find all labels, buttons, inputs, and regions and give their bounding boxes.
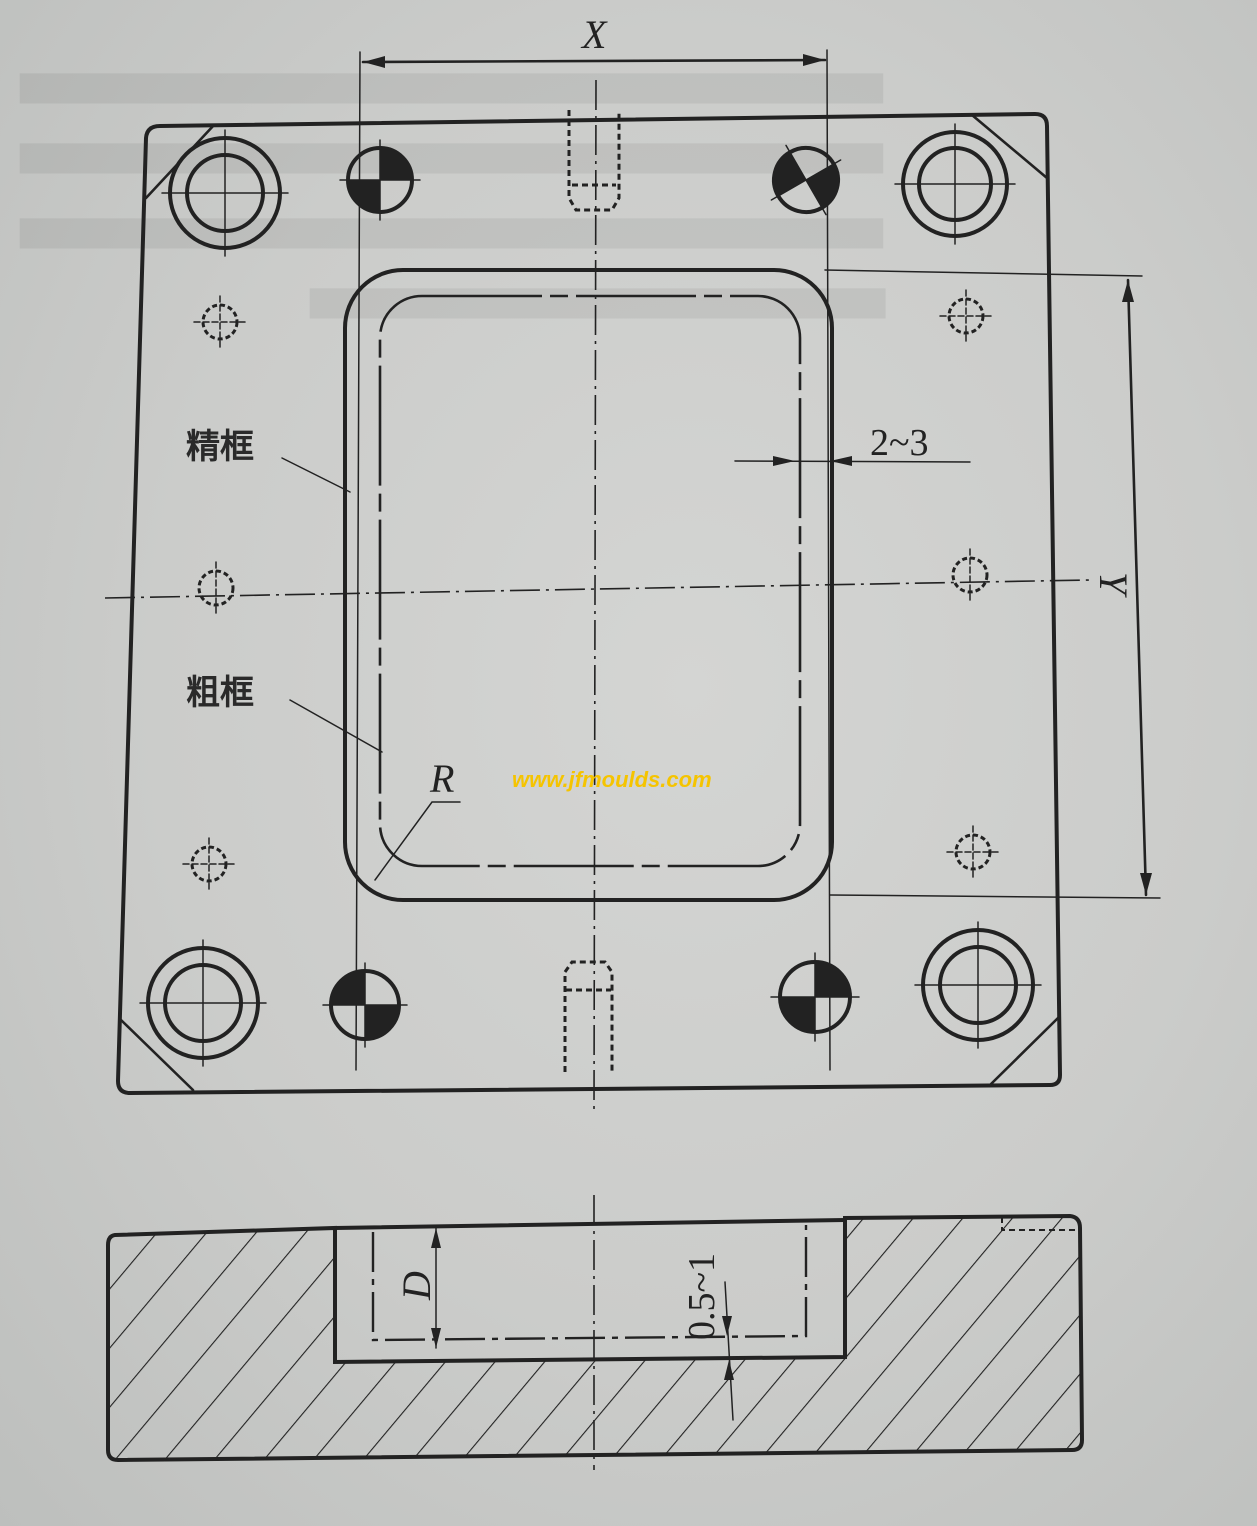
dimension-y: Y	[824, 269, 1161, 899]
svg-text:▆▆▆▆▆▆▆▆▆▆▆▆▆▆▆▆▆▆▆▆▆▆: ▆▆▆▆▆▆▆▆▆▆▆▆▆▆▆▆▆▆▆▆▆▆	[309, 279, 886, 319]
chamfer-top-right	[970, 113, 1049, 180]
plate-outline	[115, 111, 1063, 1096]
vertical-centerline	[593, 79, 597, 1111]
dimension-offset-0-5-1: 0.5~1	[681, 1253, 734, 1421]
threaded-hole-top-icon	[567, 110, 621, 212]
chamfer-bottom-right	[988, 1016, 1060, 1087]
dimension-x-label: X	[580, 12, 608, 57]
svg-text:▆▆▆▆▆▆▆▆▆▆▆▆▆▆▆▆▆▆▆▆▆▆▆▆▆▆▆▆▆▆: ▆▆▆▆▆▆▆▆▆▆▆▆▆▆▆▆▆▆▆▆▆▆▆▆▆▆▆▆▆▆▆▆▆	[19, 64, 884, 104]
radius-leader	[374, 801, 461, 881]
svg-text:▆▆▆▆▆▆▆▆▆▆▆▆▆▆▆▆▆▆▆▆▆▆▆▆▆▆▆▆▆▆: ▆▆▆▆▆▆▆▆▆▆▆▆▆▆▆▆▆▆▆▆▆▆▆▆▆▆▆▆▆▆▆▆▆	[19, 134, 884, 174]
screw-hole-icon	[951, 548, 989, 602]
pocket-top-edge	[333, 1218, 847, 1230]
dowel-pin-icon	[770, 144, 842, 216]
fine-frame-leader	[281, 457, 351, 493]
section-view: D 0.5~1	[106, 1195, 1085, 1470]
threaded-hole-bottom-icon	[563, 960, 614, 1072]
rough-frame-outline	[343, 268, 834, 902]
dowel-pin-icon	[322, 962, 408, 1048]
watermark-text: www.jfmoulds.com	[512, 767, 712, 792]
guide-bushing-icon	[139, 939, 267, 1067]
section-hatching	[108, 1216, 1082, 1460]
dowel-pin-icon	[770, 952, 860, 1042]
dimension-x: X	[355, 12, 831, 1071]
horizontal-centerline	[104, 579, 1091, 599]
screw-hole-icon	[197, 561, 235, 615]
dimension-offset-2-3: 2~3	[734, 422, 971, 466]
rough-frame-label: 粗框	[186, 673, 254, 713]
svg-text:▆▆▆▆▆▆▆▆▆▆▆▆▆▆▆▆▆▆▆▆▆▆▆▆▆▆▆▆▆▆: ▆▆▆▆▆▆▆▆▆▆▆▆▆▆▆▆▆▆▆▆▆▆▆▆▆▆▆▆▆▆▆▆▆	[19, 209, 884, 249]
section-outline	[106, 1213, 1085, 1463]
edge-detail-hidden	[1001, 1217, 1075, 1231]
dimension-d: D	[394, 1227, 441, 1349]
chamfer-bottom-left	[119, 1018, 195, 1092]
guide-bushing-icon	[914, 921, 1042, 1049]
guide-bushing-icon	[161, 129, 289, 257]
dimension-d-label: D	[394, 1271, 439, 1301]
screw-hole-icon	[193, 295, 247, 349]
screw-hole-icon	[182, 837, 236, 891]
fine-frame-label: 精框	[186, 427, 254, 467]
fine-frame-section	[371, 1225, 808, 1342]
bleed-through-texture: ▆▆▆▆▆▆▆▆▆▆▆▆▆▆▆▆▆▆▆▆▆▆▆▆▆▆▆▆▆▆▆▆▆ ▆▆▆▆▆▆…	[19, 64, 886, 319]
fine-frame-outline	[378, 294, 802, 868]
dimension-offset-section-label: 0.5~1	[681, 1253, 723, 1340]
dowel-pin-icon	[339, 139, 421, 221]
screw-hole-icon	[939, 289, 993, 343]
dimension-offset-label: 2~3	[870, 422, 929, 464]
guide-bushing-icon	[894, 123, 1016, 245]
plan-view: X Y 2~3 精框 粗框 R	[104, 12, 1161, 1111]
dimension-y-label: Y	[1091, 572, 1136, 598]
screw-hole-icon	[946, 825, 1000, 879]
radius-label: R	[429, 756, 454, 801]
rough-frame-leader	[289, 699, 383, 753]
